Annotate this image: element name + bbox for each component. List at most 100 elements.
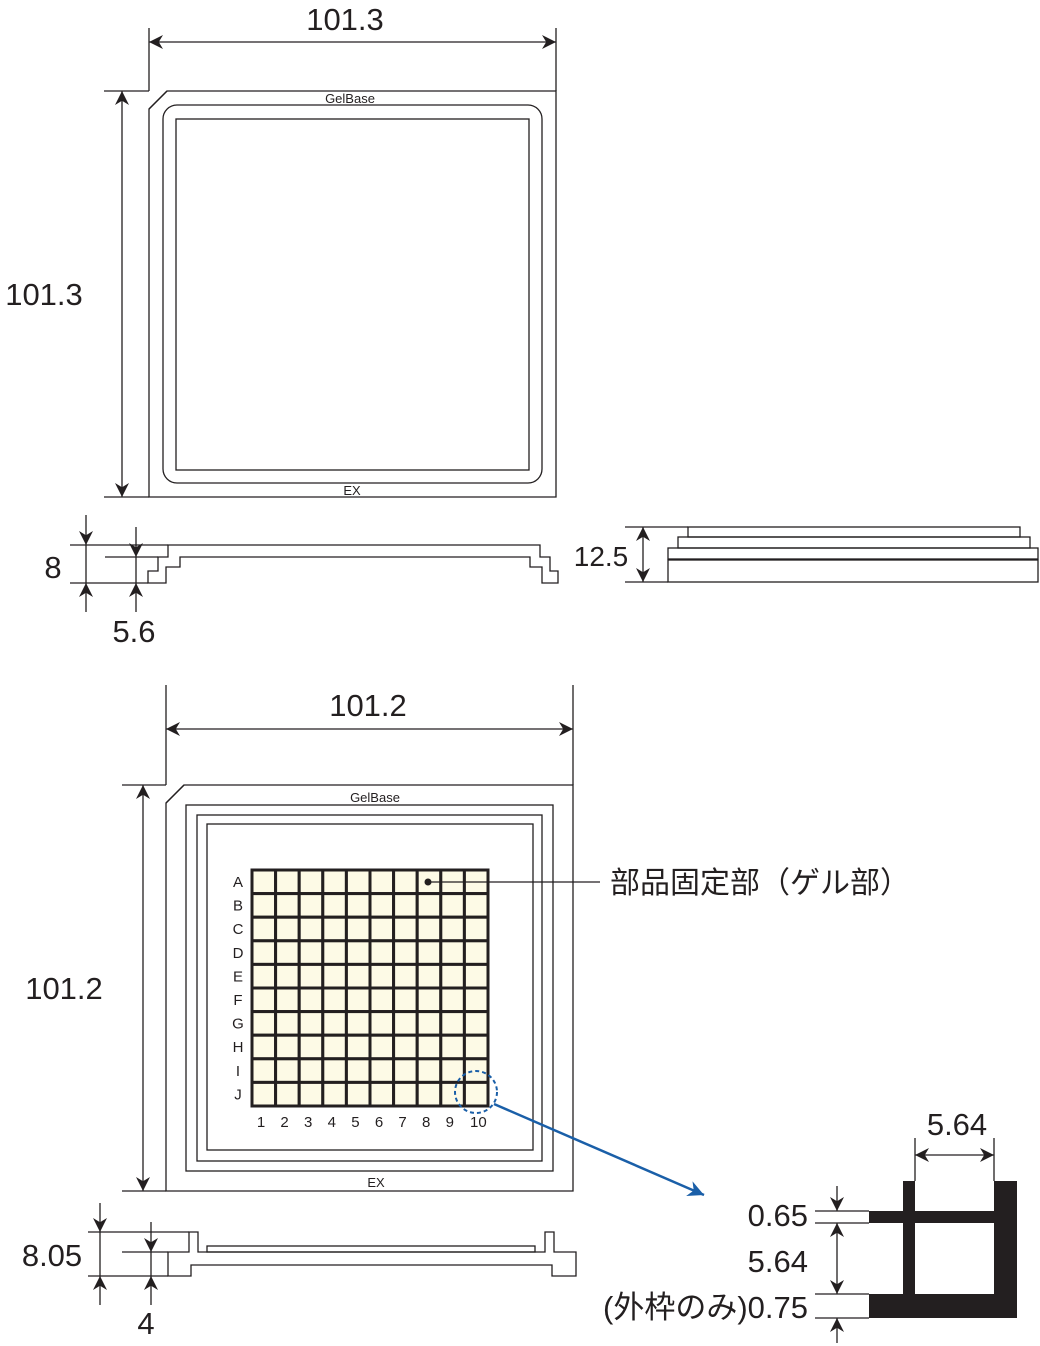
well-cell [297,1080,325,1108]
well-cell [392,868,419,896]
detail-arrow [493,1102,705,1197]
well-cell [392,1033,419,1061]
well-cell [392,1010,419,1037]
well-cell [297,986,325,1014]
well-cell [462,986,490,1014]
row-label: I [236,1063,240,1080]
well-cell [297,1033,325,1061]
well-cell [274,892,301,919]
height-label: 101.2 [25,971,103,1006]
well-cell [297,939,325,966]
well-cell [274,1057,301,1084]
well-cell [297,1057,325,1084]
model-text: EX [367,1175,385,1190]
base-rim [185,804,554,1172]
well-cell [344,962,372,990]
well-cell [415,962,443,990]
well-cell [321,892,348,919]
row-label: C [233,921,244,938]
brand-text: GelBase [350,790,400,805]
well-cell [274,915,301,943]
well-detail: 5.64 0.65 5.64 (外枠のみ)0.75 [603,1107,1017,1343]
step-label: 5.6 [112,614,155,649]
top-inner-area [175,118,530,471]
width-label: 101.3 [306,2,384,37]
cell-height-label: 5.64 [748,1244,808,1279]
well-cell [392,986,419,1014]
well-cell [462,1010,490,1037]
well-cell [462,892,490,919]
well-cell [274,986,301,1014]
column-label: 1 [257,1114,265,1131]
well-cell [368,986,396,1014]
well-cell [250,1033,278,1061]
well-cell [274,939,301,966]
well-cell [415,1010,443,1037]
row-label: D [233,945,244,962]
layer [667,547,1039,560]
well-cell [368,1080,396,1108]
well-cell [415,1057,443,1084]
well-cell [321,962,348,990]
well-cell [439,1010,466,1037]
well-cell [344,986,372,1014]
well-cell [462,939,490,966]
well-cell [274,1080,301,1108]
well-cell [250,1080,278,1108]
column-label: 7 [398,1114,406,1131]
well-cell [415,1080,443,1108]
well-cell [392,1080,419,1108]
chamfer-corner [148,90,168,110]
brand-text: GelBase [325,91,375,106]
column-label: 10 [470,1114,487,1131]
well-cell [250,915,278,943]
height-label: 101.3 [5,277,83,312]
row-label: J [234,1086,242,1103]
well-cell [274,962,301,990]
well-cell [439,915,466,943]
well-cell [439,1033,466,1061]
well-cell [392,939,419,966]
well-cell [462,1080,490,1108]
step-label: 4 [137,1306,154,1341]
well-cell [274,1033,301,1061]
side-profile-a: 8 5.6 [44,515,559,649]
well-cell [344,1033,372,1061]
layer [677,536,1031,549]
well-cell [321,1010,348,1037]
well-cell [250,1010,278,1037]
layer [687,526,1021,538]
well-wall-section [869,1181,1017,1318]
well-cell [415,915,443,943]
column-label: 4 [328,1114,336,1131]
well-cell [462,962,490,990]
gel-layer [206,1245,536,1253]
well-cell [415,986,443,1014]
well-cell [344,1080,372,1108]
well-cell [297,962,325,990]
top-inner-rim [162,104,543,484]
row-label: G [232,1016,244,1033]
well-cell [321,1080,348,1108]
row-label: A [233,874,243,891]
well-cell [392,915,419,943]
row-label: E [233,968,243,985]
well-cell [368,1033,396,1061]
well-cell [392,892,419,919]
width-label: 101.2 [329,688,407,723]
well-cell [274,1010,301,1037]
base-inner-rim [196,814,543,1162]
chamfer-corner [165,784,185,804]
well-cell [250,939,278,966]
well-cell [321,868,348,896]
well-cell [415,892,443,919]
well-cell [321,939,348,966]
model-text: EX [343,483,361,498]
bottom-cross-section: 8.05 4 [22,1203,577,1341]
well-cell [462,915,490,943]
well-cell [368,962,396,990]
well-grid [250,868,490,1108]
top-plate-outline [148,90,557,498]
